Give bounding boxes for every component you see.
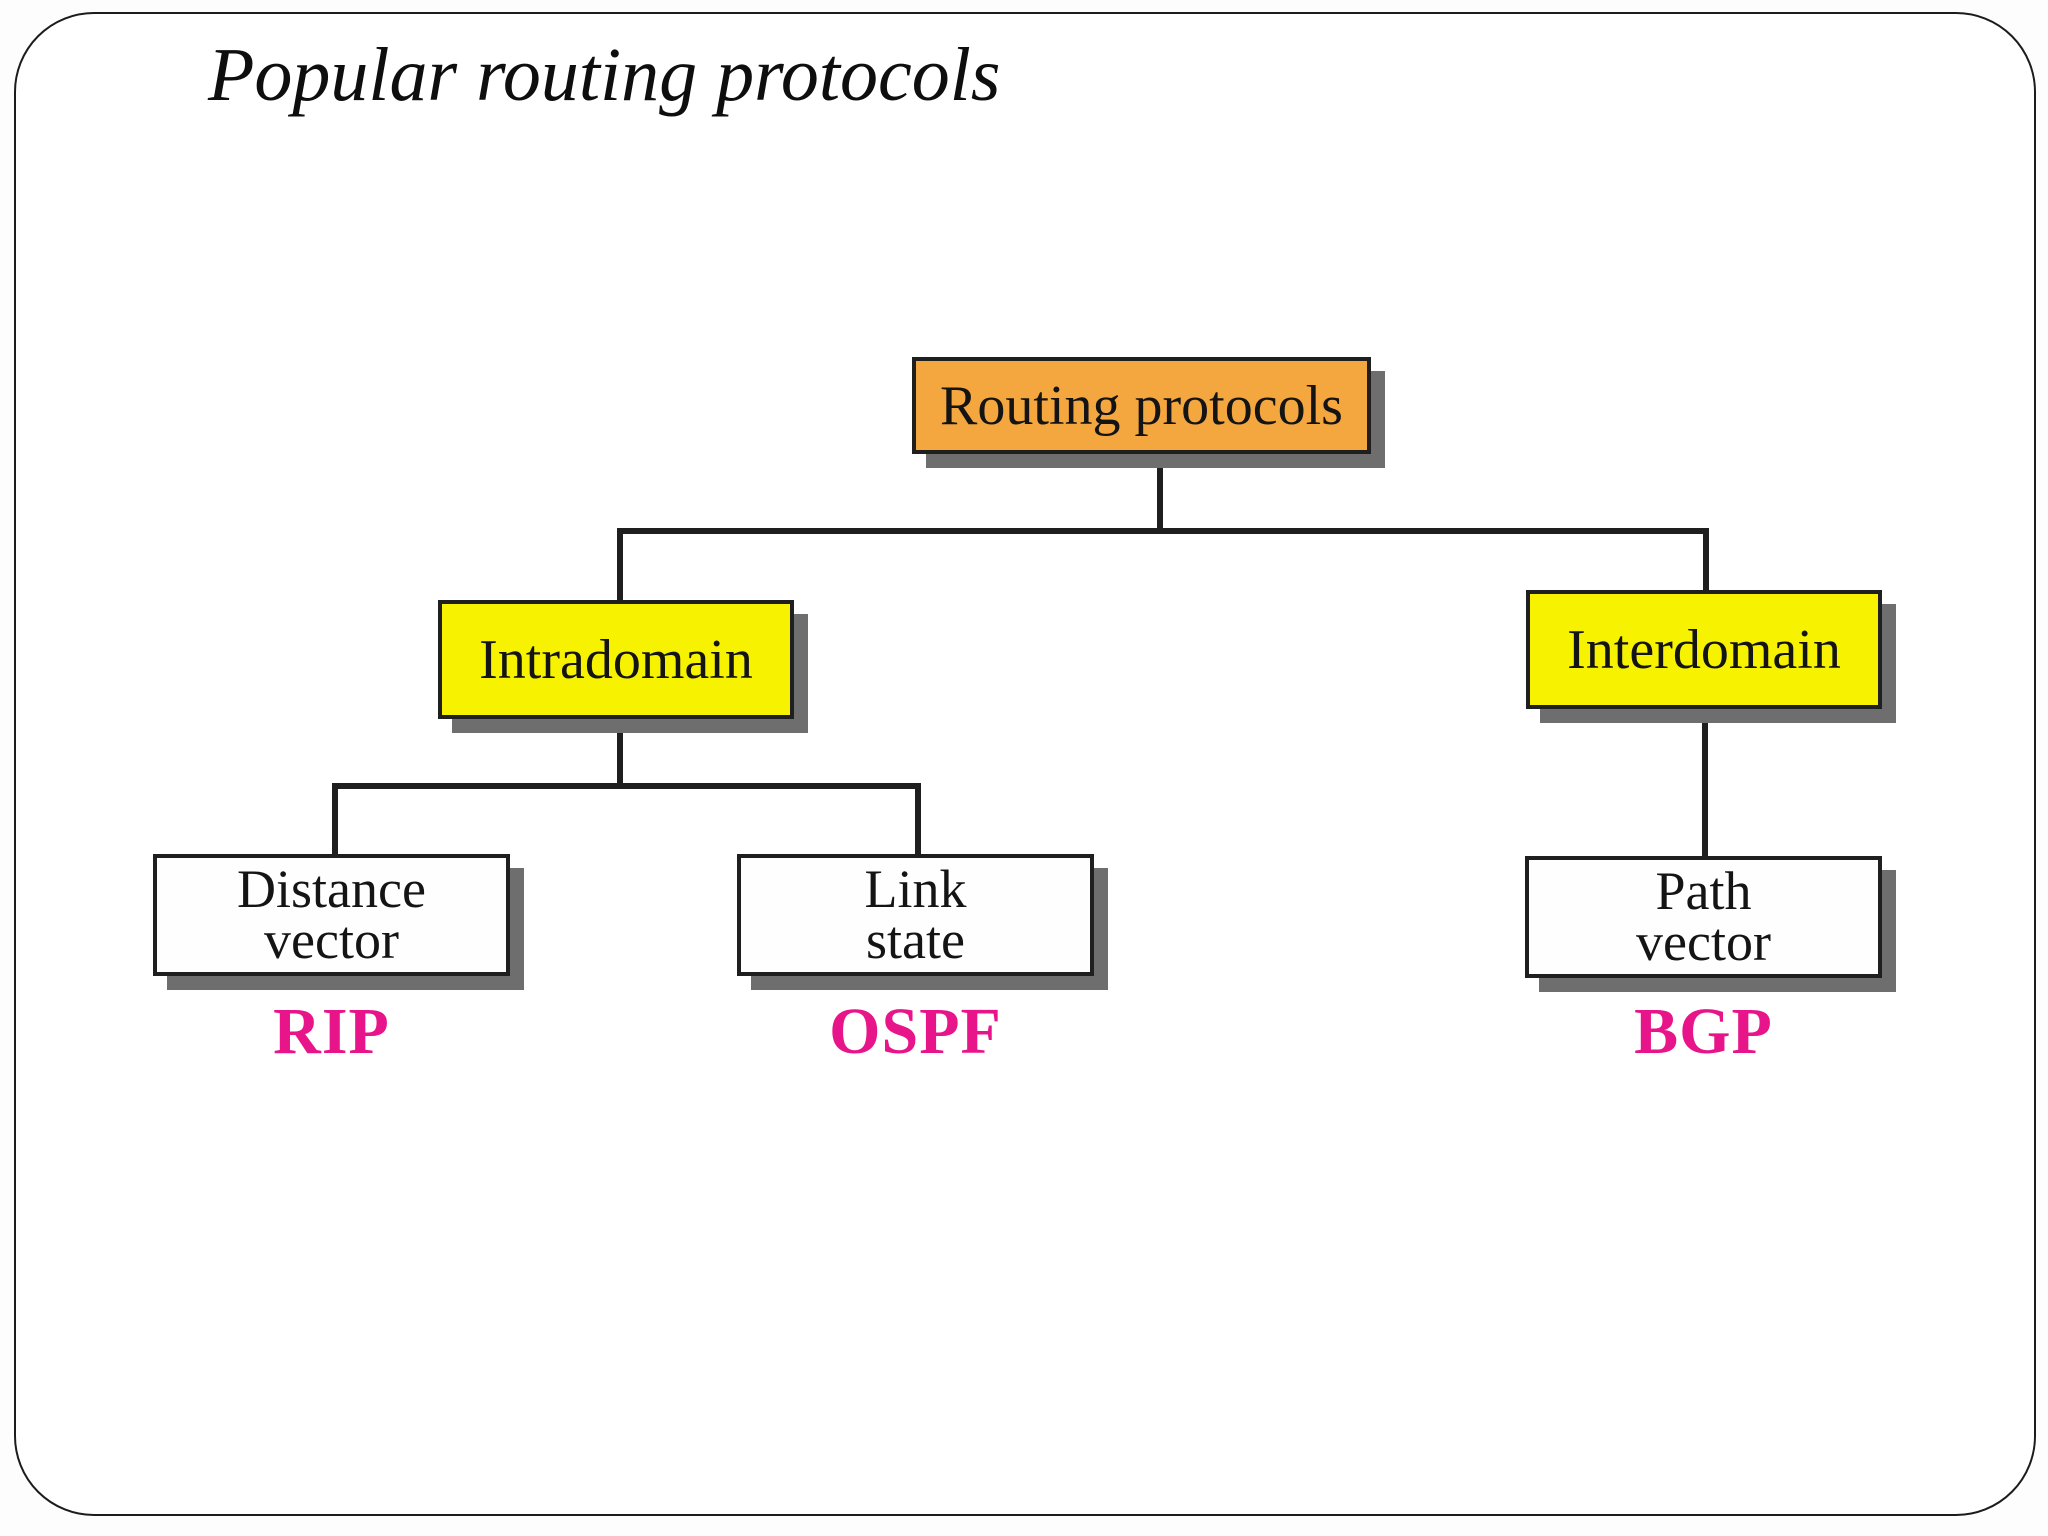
connector-to-path-vector — [1702, 700, 1708, 860]
node-link-state-line1: Link — [864, 858, 967, 919]
node-path-vector-line2: vector — [1636, 912, 1771, 972]
node-distance-vector: Distance vector — [153, 854, 510, 976]
slide-border — [14, 12, 2036, 1516]
slide-title: Popular routing protocols — [208, 33, 1001, 117]
node-intradomain-label: Intradomain — [479, 628, 753, 691]
node-intradomain: Intradomain — [438, 600, 794, 719]
protocol-label-rip: RIP — [273, 995, 390, 1068]
connector-to-intradomain — [617, 528, 623, 604]
connector-to-link-state — [915, 783, 921, 858]
node-path-vector-line1: Path — [1655, 860, 1752, 921]
node-routing-protocols-label: Routing protocols — [940, 374, 1343, 437]
node-routing-protocols: Routing protocols — [912, 357, 1371, 454]
connector-root-down — [1157, 450, 1163, 534]
connector-intradomain-down — [617, 714, 623, 789]
connector-level2-horizontal — [332, 783, 921, 789]
node-distance-vector-line1: Distance — [237, 858, 426, 919]
connector-to-distance-vector — [332, 783, 338, 858]
protocol-label-ospf: OSPF — [829, 995, 1002, 1068]
node-link-state: Link state — [737, 854, 1094, 976]
node-path-vector: Path vector — [1525, 856, 1882, 978]
node-interdomain: Interdomain — [1526, 590, 1882, 709]
node-distance-vector-line2: vector — [264, 910, 399, 970]
node-interdomain-label: Interdomain — [1567, 618, 1841, 681]
protocol-label-bgp: BGP — [1634, 995, 1773, 1068]
connector-level1-horizontal — [617, 528, 1709, 534]
node-link-state-line2: state — [866, 910, 965, 970]
connector-to-interdomain — [1703, 528, 1709, 594]
